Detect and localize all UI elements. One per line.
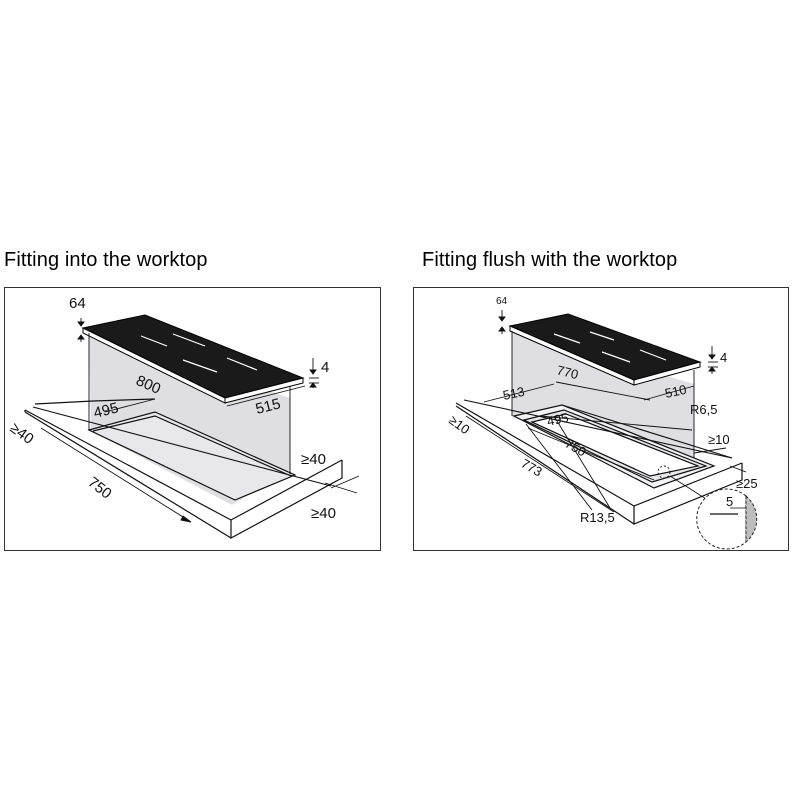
dim-cutout-depth-left: 495 bbox=[92, 399, 120, 422]
title-fitting-flush-worktop: Fitting flush with the worktop bbox=[422, 249, 678, 271]
dim-rebate-step-right: 5 bbox=[726, 494, 733, 509]
dim-cutout-width-left: 750 bbox=[85, 474, 115, 503]
panel-fitting-into-worktop: 64 4 800 515 495 750 ≥40 ≥40 ≥40 bbox=[4, 287, 381, 551]
worktop-slab bbox=[24, 398, 343, 540]
dim-outer-radius-right: R13,5 bbox=[580, 510, 615, 525]
dim-hob-depth-left: 515 bbox=[254, 395, 282, 418]
worktop-cutout bbox=[512, 404, 716, 489]
dim-hob-depth-right: 510 bbox=[664, 382, 688, 401]
dim-hob-width-right: 770 bbox=[555, 362, 580, 382]
title-fitting-into-worktop: Fitting into the worktop bbox=[4, 249, 208, 271]
dim-rebate-width-right: 773 bbox=[519, 456, 545, 480]
diagram-fitting-into-worktop: 64 4 800 515 495 750 ≥40 ≥40 ≥40 bbox=[7, 295, 360, 540]
diagram-fitting-flush-worktop: 64 4 770 510 513 495 750 773 R6,5 R13,5 … bbox=[446, 296, 758, 550]
dim-glass-thickness-left: 4 bbox=[321, 359, 329, 376]
dim-hob-height-left: 64 bbox=[69, 295, 86, 312]
dim-back-clearance-left: ≥40 bbox=[311, 505, 336, 522]
worktop-edges bbox=[463, 399, 733, 459]
dim-side-clearance-right: ≥10 bbox=[708, 432, 730, 447]
dim-side-clearance-left: ≥40 bbox=[301, 451, 326, 468]
worktop-edges bbox=[32, 406, 332, 487]
dim-hob-height-right: 64 bbox=[496, 296, 508, 307]
worktop-slab bbox=[455, 402, 743, 525]
dim-rebate-depth-right: 513 bbox=[502, 384, 526, 403]
detail-callout bbox=[657, 465, 758, 550]
dim-front-clearance-right: ≥10 bbox=[446, 412, 472, 437]
dim-cutout-depth-right: 495 bbox=[546, 410, 570, 429]
dim-inner-radius-right: R6,5 bbox=[690, 402, 717, 417]
panel-fitting-flush-worktop: 64 4 770 510 513 495 750 773 R6,5 R13,5 … bbox=[413, 287, 789, 551]
hob-unit bbox=[508, 313, 702, 458]
projection-shading bbox=[512, 330, 694, 468]
dimension-lines bbox=[40, 318, 360, 523]
hob-unit bbox=[81, 314, 305, 474]
worktop-cutout bbox=[87, 411, 297, 501]
dim-glass-thickness-right: 4 bbox=[720, 350, 727, 365]
dim-worktop-thickness-right: ≥25 bbox=[736, 476, 758, 491]
dim-front-clearance-left: ≥40 bbox=[7, 419, 37, 447]
dimension-lines bbox=[465, 310, 747, 513]
